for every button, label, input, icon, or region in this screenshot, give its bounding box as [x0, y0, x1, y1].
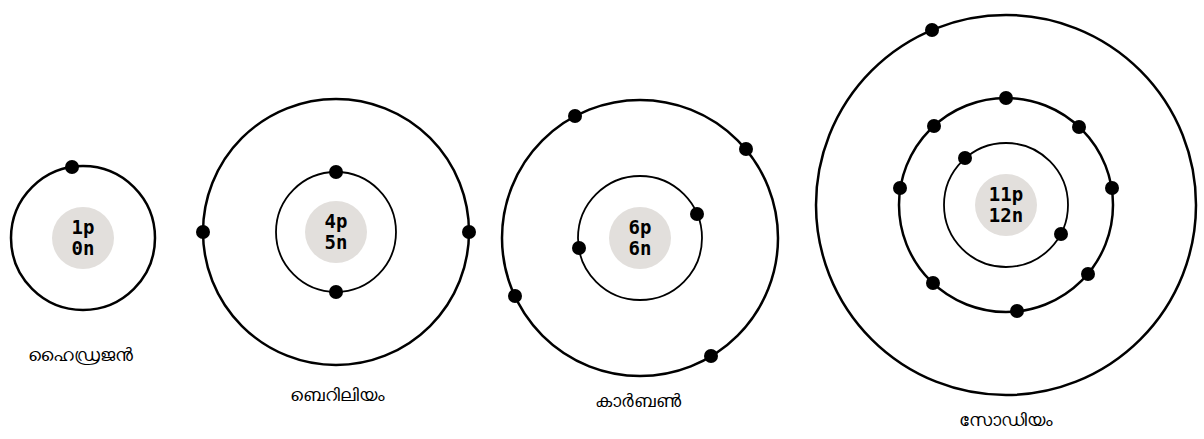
element-name: കാർബൺ: [595, 390, 681, 412]
electron: [999, 91, 1013, 105]
electron: [329, 165, 343, 179]
nucleus: 4p5n: [305, 201, 367, 263]
particle-count: 6p: [629, 217, 652, 238]
particle-count: 4p: [325, 211, 348, 232]
particle-count: 0n: [72, 238, 95, 259]
electron-shell: [11, 166, 155, 310]
electron: [572, 241, 586, 255]
electron: [462, 225, 476, 239]
electron-shell: [816, 15, 1196, 395]
electron-shell: [944, 143, 1068, 267]
electron: [508, 289, 522, 303]
particle-count: 5n: [325, 232, 348, 253]
electron: [1054, 227, 1068, 241]
electron: [1105, 181, 1119, 195]
particle-count: 12n: [989, 205, 1023, 226]
electron-shell: [578, 176, 702, 300]
electron: [690, 207, 704, 221]
electron-shell: [203, 99, 469, 365]
electron: [1072, 120, 1086, 134]
nucleus-fill: [52, 207, 114, 269]
electron: [893, 181, 907, 195]
nucleus-fill: [609, 207, 671, 269]
electron: [196, 225, 210, 239]
electron: [958, 151, 972, 165]
electron: [704, 349, 718, 363]
electron: [926, 276, 940, 290]
element-name: ഹൈഡ്രജൻ: [28, 344, 133, 366]
electron: [65, 160, 79, 174]
electron-shell: [276, 172, 396, 292]
electron: [568, 109, 582, 123]
particle-count: 1p: [72, 217, 95, 238]
particle-count: 6n: [629, 238, 652, 259]
nucleus: 11p12n: [975, 174, 1037, 236]
nucleus-fill: [975, 174, 1037, 236]
element-name: ബെറിലിയം: [290, 384, 385, 406]
element-name: സോഡിയം: [959, 409, 1053, 431]
electron: [927, 119, 941, 133]
particle-count: 11p: [989, 184, 1023, 205]
nucleus: 6p6n: [609, 207, 671, 269]
nucleus-fill: [305, 201, 367, 263]
electron-shell: [899, 98, 1113, 312]
electron: [1010, 304, 1024, 318]
electron-shell: [502, 100, 778, 376]
electron: [925, 23, 939, 37]
electron: [739, 142, 753, 156]
electron: [1081, 267, 1095, 281]
electron: [329, 285, 343, 299]
nucleus: 1p0n: [52, 207, 114, 269]
